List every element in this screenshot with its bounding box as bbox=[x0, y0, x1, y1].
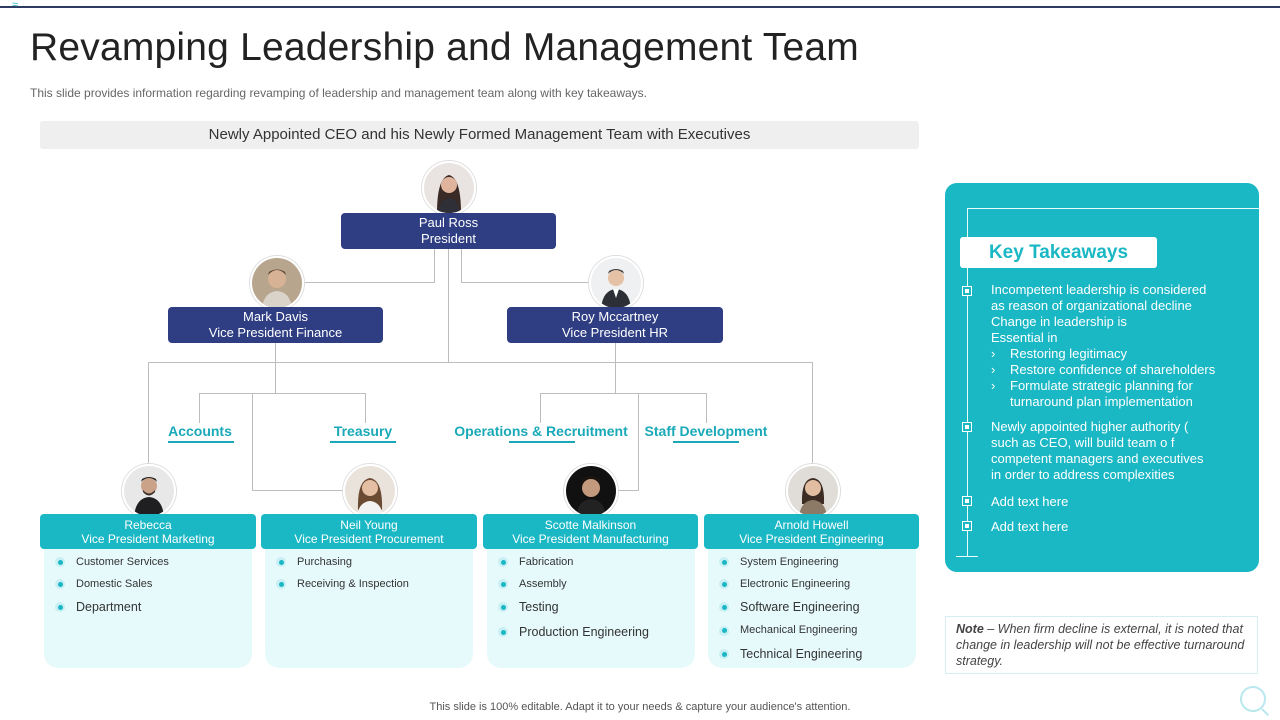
kt-bullet-icon bbox=[962, 422, 972, 432]
marketing-panel: Customer Services Domestic Sales Departm… bbox=[44, 549, 252, 668]
vp-procurement-avatar bbox=[343, 464, 397, 518]
vp-engineering-role: Vice President Engineering bbox=[739, 531, 884, 546]
vp-finance-avatar bbox=[250, 256, 304, 310]
dept-accounts: Accounts bbox=[168, 423, 232, 439]
search-icon[interactable] bbox=[1240, 686, 1266, 712]
kt-bullet-icon bbox=[962, 496, 972, 506]
list-item: Technical Engineering bbox=[708, 642, 916, 666]
kt-bullet-icon bbox=[962, 521, 972, 531]
vp-marketing-role: Vice President Marketing bbox=[81, 531, 215, 546]
president-box: Paul Ross President bbox=[341, 213, 556, 249]
vp-manufacturing-box: Scotte Malkinson Vice President Manufact… bbox=[483, 514, 698, 549]
vp-engineering-name: Arnold Howell bbox=[774, 517, 849, 532]
vp-engineering-avatar bbox=[786, 464, 840, 518]
list-item: Electronic Engineering bbox=[708, 573, 916, 595]
bullet-icon bbox=[55, 579, 65, 589]
dept-operations-underline bbox=[509, 441, 575, 443]
vp-finance-box: Mark Davis Vice President Finance bbox=[168, 307, 383, 343]
vp-procurement-role: Vice President Procurement bbox=[294, 531, 444, 546]
engineering-panel: System Engineering Electronic Engineerin… bbox=[708, 549, 916, 668]
list-item: Purchasing bbox=[265, 551, 473, 573]
corner-wave-icon: ≈ bbox=[12, 0, 19, 11]
bullet-icon bbox=[276, 557, 286, 567]
vp-manufacturing-name: Scotte Malkinson bbox=[544, 517, 637, 532]
bullet-icon bbox=[719, 602, 729, 612]
list-item: Fabrication bbox=[487, 551, 695, 573]
section-banner: Newly Appointed CEO and his Newly Formed… bbox=[40, 121, 919, 149]
vp-hr-role: Vice President HR bbox=[562, 325, 668, 340]
vp-finance-role: Vice President Finance bbox=[208, 325, 343, 340]
kt-top-rule bbox=[967, 208, 1259, 209]
list-item: Department bbox=[44, 595, 252, 619]
kt-point-3: Add text here bbox=[991, 494, 1069, 509]
footer-text: This slide is 100% editable. Adapt it to… bbox=[429, 701, 851, 713]
bullet-icon bbox=[719, 557, 729, 567]
chevron-right-icon: › bbox=[991, 378, 996, 393]
key-takeaways-title: Key Takeaways bbox=[960, 237, 1157, 268]
list-item: Testing bbox=[487, 595, 695, 619]
bullet-icon bbox=[719, 649, 729, 659]
manufacturing-panel: Fabrication Assembly Testing Production … bbox=[487, 549, 695, 668]
bullet-icon bbox=[276, 579, 286, 589]
kt-vertical-rule bbox=[967, 208, 968, 556]
procurement-panel: Purchasing Receiving & Inspection bbox=[265, 549, 473, 668]
list-item: Receiving & Inspection bbox=[265, 573, 473, 595]
vp-manufacturing-role: Vice President Manufacturing bbox=[512, 531, 669, 546]
bullet-icon bbox=[55, 602, 65, 612]
bullet-icon bbox=[55, 557, 65, 567]
list-item: System Engineering bbox=[708, 551, 916, 573]
vp-hr-name: Roy Mccartney bbox=[571, 309, 659, 324]
vp-marketing-name: Rebecca bbox=[124, 517, 172, 532]
vp-procurement-box: Neil Young Vice President Procurement bbox=[261, 514, 477, 549]
kt-point-1: Incompetent leadership is considered as … bbox=[991, 282, 1251, 410]
kt-subpoint: ›Restore confidence of shareholders bbox=[991, 362, 1216, 377]
note-box: Note – When firm decline is external, it… bbox=[945, 616, 1258, 674]
list-item: Software Engineering bbox=[708, 595, 916, 619]
vp-hr-avatar bbox=[589, 256, 643, 310]
page-subtitle: This slide provides information regardin… bbox=[30, 86, 647, 100]
dept-treasury: Treasury bbox=[333, 423, 393, 439]
kt-point-4: Add text here bbox=[991, 519, 1069, 534]
bullet-icon bbox=[498, 602, 508, 612]
bullet-icon bbox=[498, 579, 508, 589]
president-avatar bbox=[422, 161, 476, 215]
kt-subpoint: ›Restoring legitimacy bbox=[991, 346, 1128, 361]
kt-bullet-icon bbox=[962, 286, 972, 296]
kt-bottom-tick bbox=[956, 556, 978, 557]
dept-operations-recruitment: Operations & Recruitment bbox=[454, 423, 628, 439]
kt-point-2: Newly appointed higher authority ( such … bbox=[991, 419, 1204, 482]
vp-marketing-box: Rebecca Vice President Marketing bbox=[40, 514, 256, 549]
dept-staff-development: Staff Development bbox=[644, 423, 768, 439]
vp-hr-box: Roy Mccartney Vice President HR bbox=[507, 307, 723, 343]
kt-subpoint: ›Formulate strategic planning for bbox=[991, 378, 1193, 393]
chevron-right-icon: › bbox=[991, 362, 996, 377]
vp-finance-name: Mark Davis bbox=[242, 309, 308, 324]
list-item: Domestic Sales bbox=[44, 573, 252, 595]
note-label: Note bbox=[956, 622, 984, 636]
bullet-icon bbox=[498, 627, 508, 637]
note-text: – When firm decline is external, it is n… bbox=[956, 622, 1245, 668]
dept-treasury-underline bbox=[330, 441, 396, 443]
bullet-icon bbox=[719, 625, 729, 636]
list-item: Assembly bbox=[487, 573, 695, 595]
list-item: Mechanical Engineering bbox=[708, 619, 916, 642]
vp-procurement-name: Neil Young bbox=[340, 517, 398, 532]
dept-accounts-underline bbox=[168, 441, 234, 443]
president-role: President bbox=[421, 231, 476, 246]
top-rule bbox=[0, 6, 1280, 8]
kt-subpoint-continued: turnaround plan implementation bbox=[1010, 394, 1193, 409]
vp-manufacturing-avatar bbox=[564, 464, 618, 518]
page-title: Revamping Leadership and Management Team bbox=[30, 26, 859, 69]
list-item: Production Engineering bbox=[487, 619, 695, 645]
dept-staff-underline bbox=[673, 441, 739, 443]
president-name: Paul Ross bbox=[418, 215, 479, 230]
bullet-icon bbox=[498, 557, 508, 567]
bullet-icon bbox=[719, 579, 729, 589]
chevron-right-icon: › bbox=[991, 346, 996, 361]
vp-engineering-box: Arnold Howell Vice President Engineering bbox=[704, 514, 919, 549]
list-item: Customer Services bbox=[44, 551, 252, 573]
vp-marketing-avatar bbox=[122, 464, 176, 518]
